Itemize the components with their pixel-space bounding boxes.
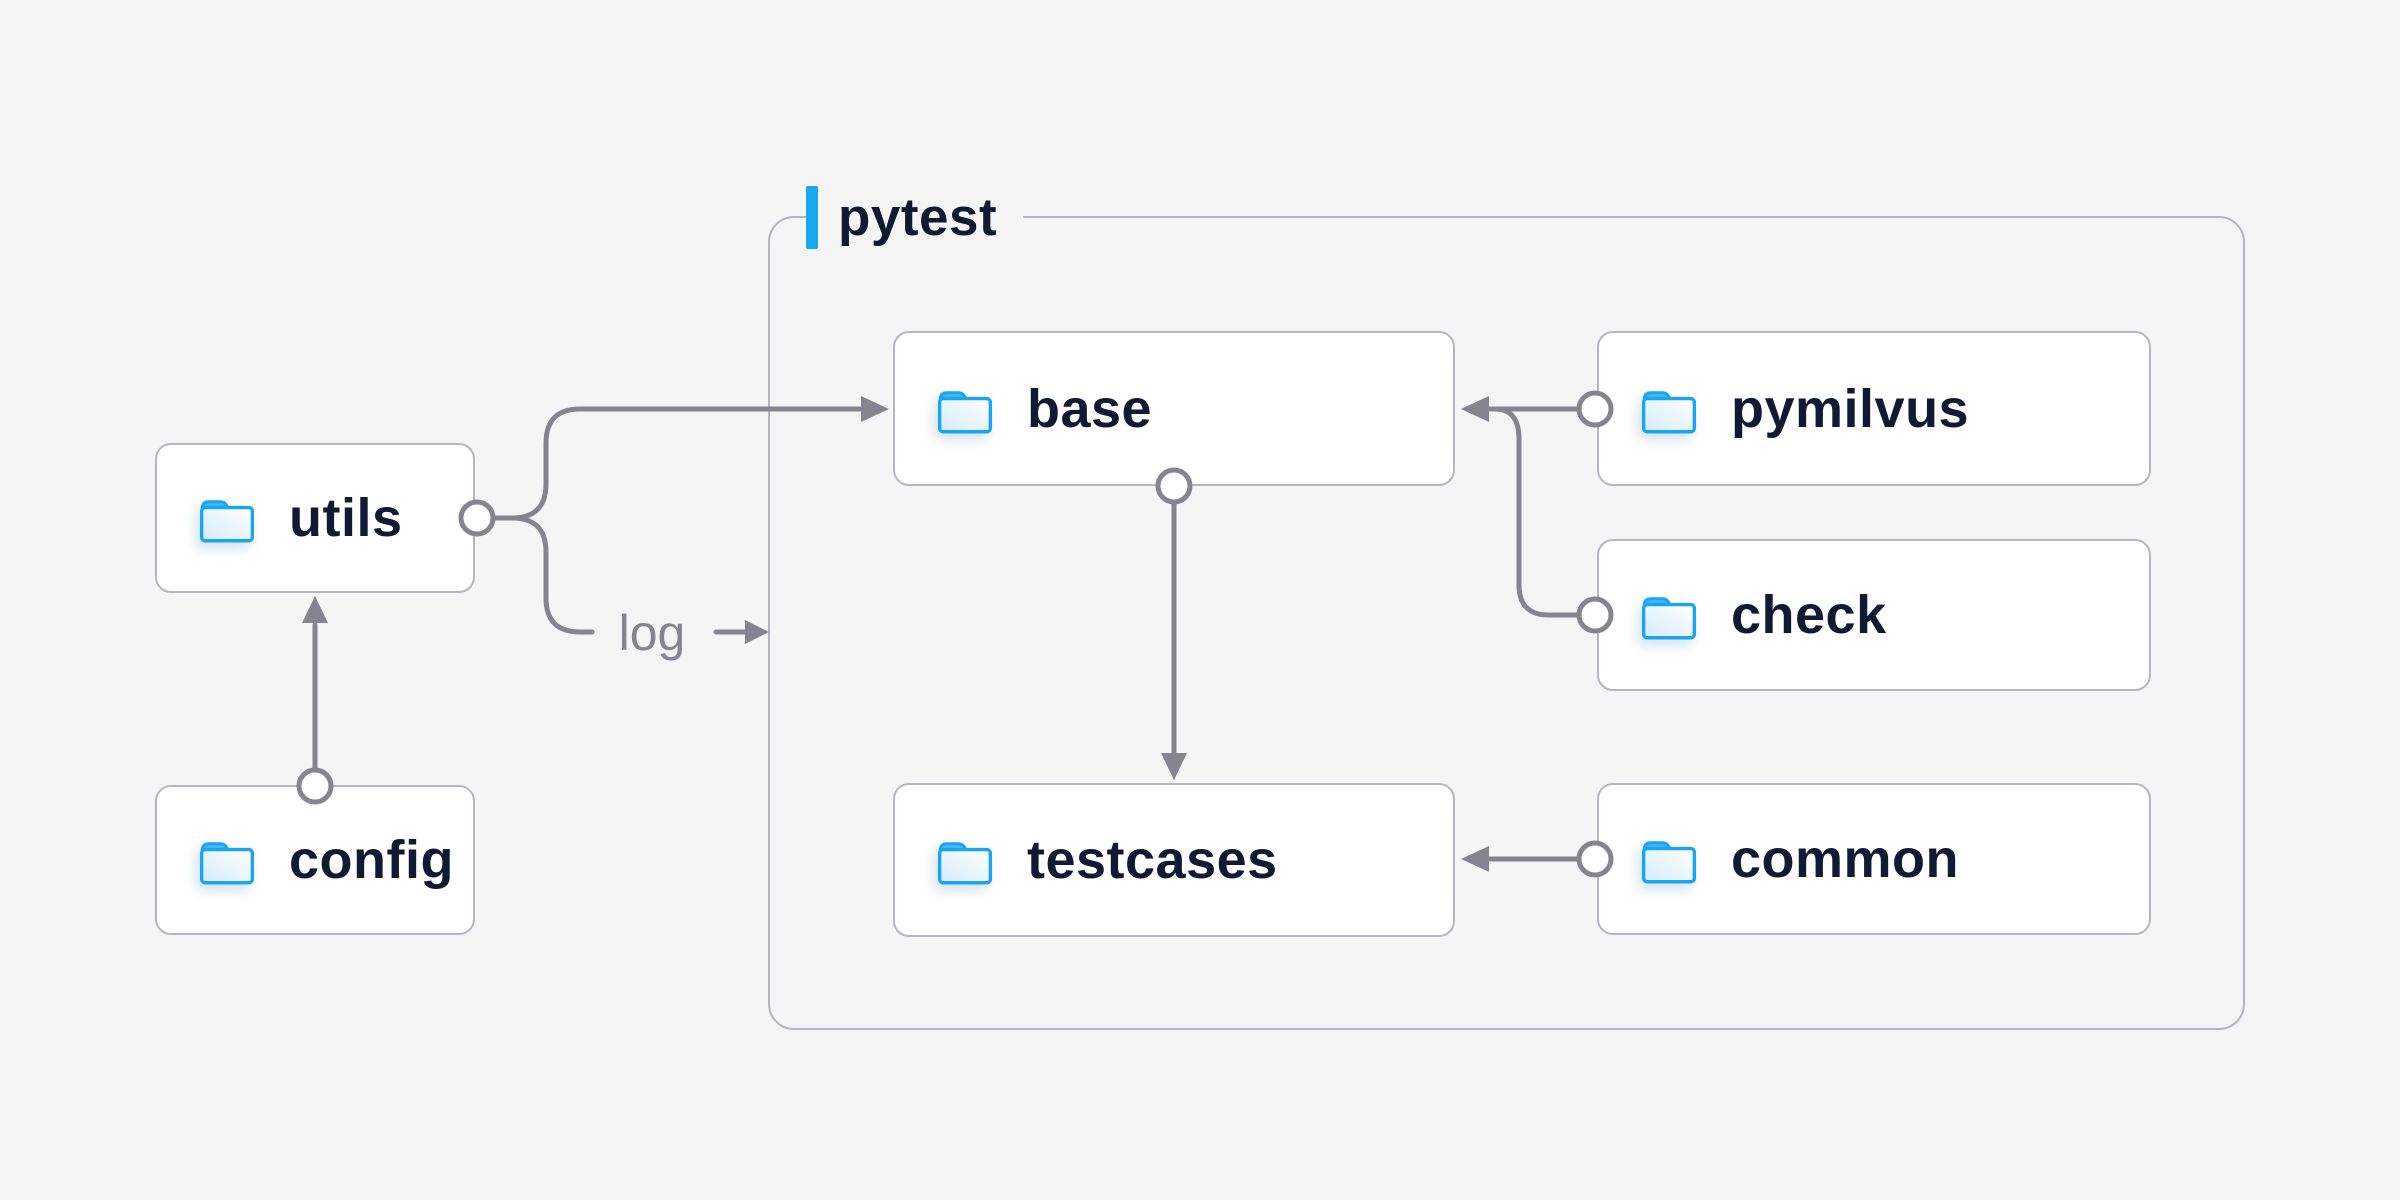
log-edge-label: log [618, 605, 686, 661]
node-utils: utils [155, 443, 475, 593]
node-label-base: base [1027, 378, 1153, 439]
folder-icon [199, 842, 255, 885]
pytest-group-container [768, 216, 2245, 1030]
folder-icon [1641, 841, 1697, 884]
folder-icon [1641, 390, 1697, 433]
node-label-testcases: testcases [1027, 830, 1278, 890]
node-label-check: check [1731, 585, 1887, 645]
pytest-group-label: pytest [806, 183, 1024, 251]
folder-icon [1641, 597, 1697, 640]
node-label-pymilvus: pymilvus [1731, 378, 1970, 439]
node-label-common: common [1731, 829, 1960, 889]
edge-config-to-utils [302, 596, 328, 772]
node-label-utils: utils [289, 488, 403, 548]
node-config: config [155, 785, 475, 935]
node-common: common [1597, 783, 2151, 935]
node-label-config: config [289, 830, 454, 890]
folder-icon [937, 390, 993, 433]
node-testcases: testcases [893, 783, 1455, 937]
node-pymilvus: pymilvus [1597, 331, 2151, 486]
node-check: check [1597, 539, 2151, 691]
node-base: base [893, 331, 1455, 486]
folder-icon [199, 500, 255, 543]
folder-icon [937, 842, 993, 885]
pytest-group-title: pytest [838, 187, 998, 247]
accent-bar-icon [806, 185, 818, 249]
